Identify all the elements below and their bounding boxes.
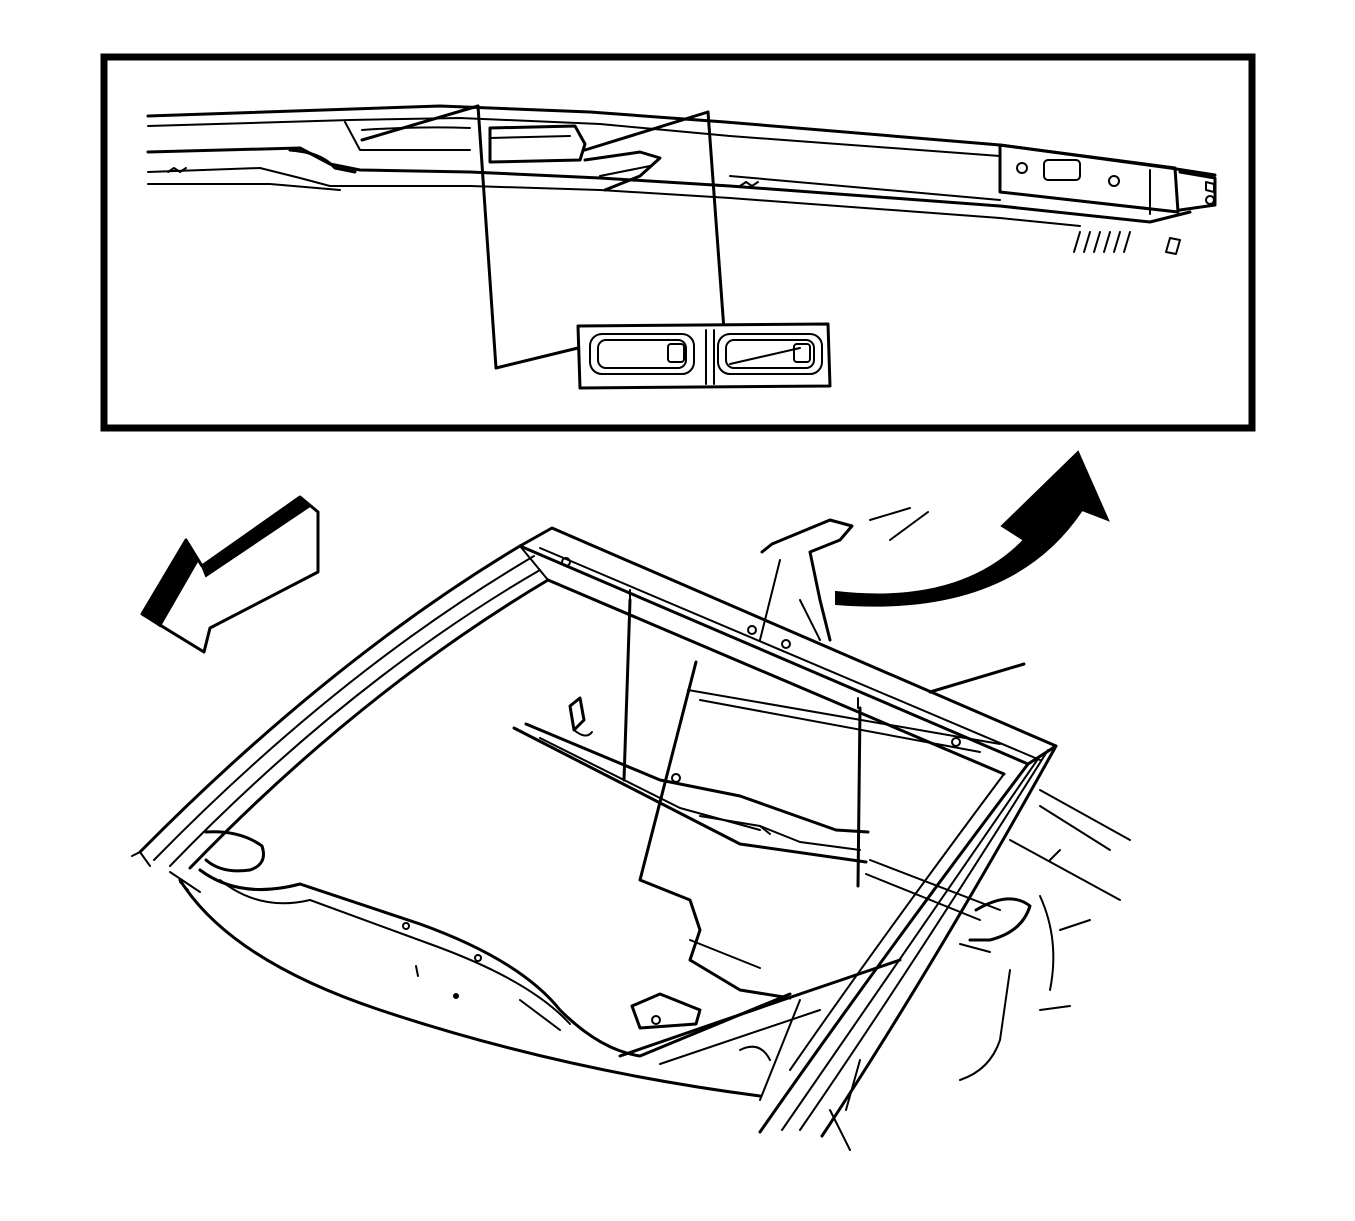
rotate-arrow-icon bbox=[835, 450, 1110, 607]
detail-inset bbox=[100, 53, 1256, 432]
roof-rail-detail bbox=[146, 104, 1217, 255]
windshield-frame bbox=[131, 526, 1058, 1138]
forward-direction-arrow-icon bbox=[140, 495, 320, 654]
interior-structure bbox=[512, 507, 1131, 1151]
bracket-closeup bbox=[576, 322, 832, 390]
callout-leaders bbox=[360, 104, 726, 370]
